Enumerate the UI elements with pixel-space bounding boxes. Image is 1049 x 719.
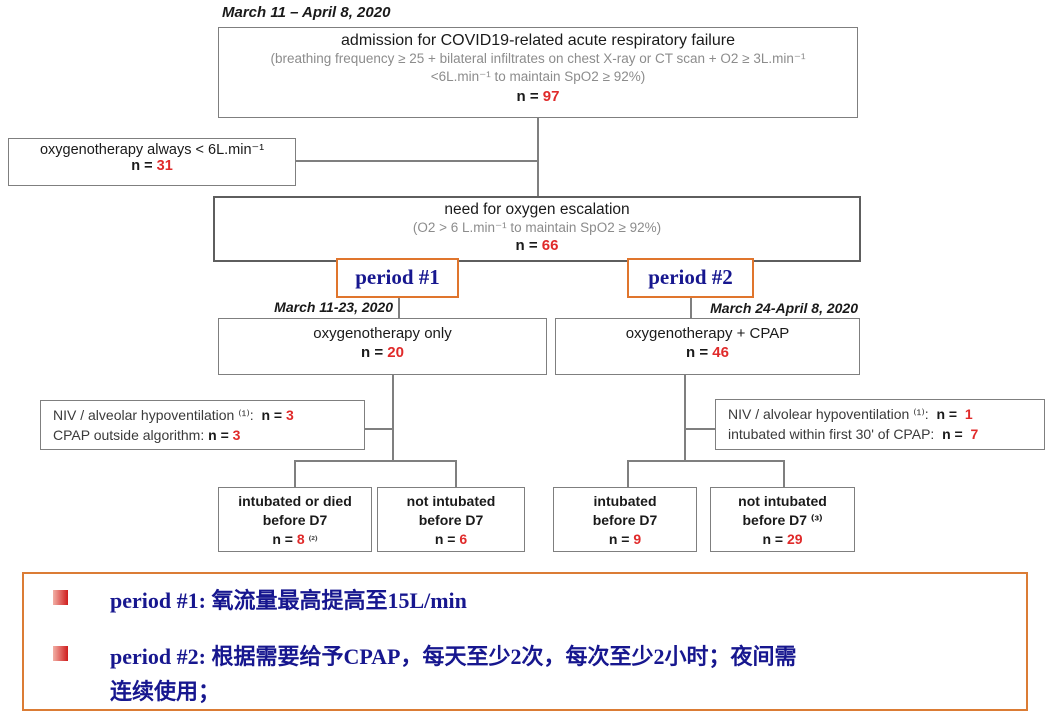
escalation-criteria: (O2 > 6 L.min⁻¹ to maintain SpO2 ≥ 92%) — [412, 220, 662, 235]
note2-line2-n-value: 7 — [970, 426, 979, 442]
branch1-title: oxygenotherapy only — [313, 325, 452, 342]
outcome1-line2: before D7 — [262, 512, 328, 528]
outcome4-line2: before D7 ⁽³⁾ — [742, 512, 823, 528]
branch1-n-value: 20 — [387, 344, 404, 361]
note2-line1: NIV / alvolear hypoventilation ⁽¹⁾: n = … — [728, 406, 973, 422]
connector-to-outcome3 — [627, 460, 629, 487]
branch2-title: oxygenotherapy + CPAP — [625, 325, 790, 342]
outcome2-n-value: 6 — [459, 531, 468, 547]
escalation-title: need for oxygen escalation — [444, 201, 630, 218]
note2-box: NIV / alvolear hypoventilation ⁽¹⁾: n = … — [715, 399, 1045, 450]
connector-branch2-down — [684, 375, 686, 460]
branch2-n-value: 46 — [712, 344, 729, 361]
study-period-label: March 11 – April 8, 2020 — [222, 4, 391, 21]
escalation-n-value: 66 — [541, 237, 559, 254]
outcome4-box: not intubated before D7 ⁽³⁾ n = 29 — [710, 487, 855, 552]
admission-n: n = 97 — [516, 88, 560, 105]
period1-label: period #1 — [336, 258, 459, 298]
admission-criteria-2: <6L.min⁻¹ to maintain SpO2 ≥ 92%) — [430, 69, 646, 84]
legend-item2-line2: 连续使用； — [110, 679, 221, 704]
connector-to-outcome1 — [294, 460, 296, 487]
period1-dates: March 11-23, 2020 — [274, 299, 393, 315]
note1-box: NIV / alveolar hypoventilation ⁽¹⁾: n = … — [40, 400, 365, 450]
legend-item2-line1: period #2: 根据需要给予CPAP，每天至少2次，每次至少2小时；夜间需 — [110, 644, 797, 669]
connector-lowoxygen-branch — [296, 160, 537, 162]
outcome1-box: intubated or died before D7 n = 8 ⁽²⁾ — [218, 487, 372, 552]
connector-branch1-down — [392, 375, 394, 460]
note2-line2: intubated within first 30' of CPAP: n = … — [728, 426, 979, 442]
branch1-box: oxygenotherapy only n = 20 — [218, 318, 547, 375]
connector-admission-to-escalation — [537, 118, 539, 196]
outcome2-line1: not intubated — [406, 493, 496, 509]
outcome1-footnote: ⁽²⁾ — [308, 535, 318, 547]
period2-label: period #2 — [627, 258, 754, 298]
note1-line2-n-value: 3 — [232, 427, 241, 443]
admission-box: admission for COVID19-related acute resp… — [218, 27, 858, 118]
period2-dates: March 24-April 8, 2020 — [710, 300, 858, 316]
bullet-square-icon — [53, 590, 68, 605]
note1-line1: NIV / alveolar hypoventilation ⁽¹⁾: n = … — [53, 407, 294, 423]
note1-line1-n-value: 3 — [285, 407, 294, 423]
outcome4-n: n = 29 — [762, 531, 803, 547]
outcome3-box: intubated before D7 n = 9 — [553, 487, 697, 552]
low-oxygen-n: n = 31 — [131, 158, 173, 174]
bullet-square-icon — [53, 646, 68, 661]
outcome3-n-value: 9 — [633, 531, 642, 547]
legend-item1: period #1: 氧流量最高提高至15L/min — [110, 588, 467, 613]
low-oxygen-n-value: 31 — [156, 158, 173, 174]
outcome1-line1: intubated or died — [238, 493, 352, 509]
outcome3-n: n = 9 — [608, 531, 642, 547]
connector-note1-tee — [365, 428, 392, 430]
connector-to-outcome2 — [455, 460, 457, 487]
branch1-n: n = 20 — [361, 344, 404, 361]
branch2-box: oxygenotherapy + CPAP n = 46 — [555, 318, 860, 375]
outcome3-line1: intubated — [593, 493, 657, 509]
connector-branch2-split — [627, 460, 784, 462]
outcome1-n: n = 8 ⁽²⁾ — [272, 531, 318, 547]
connector-branch1-split — [294, 460, 456, 462]
outcome4-line1: not intubated — [738, 493, 827, 509]
admission-n-value: 97 — [542, 88, 560, 105]
connector-note2-tee — [685, 428, 715, 430]
outcome1-n-value: 8 — [296, 531, 305, 547]
connector-to-outcome4 — [783, 460, 785, 487]
outcome2-n: n = 6 — [434, 531, 468, 547]
escalation-box: need for oxygen escalation (O2 > 6 L.min… — [213, 196, 861, 262]
admission-title: admission for COVID19-related acute resp… — [341, 32, 735, 49]
outcome4-n-value: 29 — [786, 531, 803, 547]
admission-criteria-1: (breathing frequency ≥ 25 + bilateral in… — [270, 51, 806, 66]
legend-panel — [22, 572, 1028, 711]
note2-line1-n-value: 1 — [964, 406, 973, 422]
note1-line2: CPAP outside algorithm: n = 3 — [53, 427, 241, 443]
outcome2-line2: before D7 — [418, 512, 484, 528]
outcome2-box: not intubated before D7 n = 6 — [377, 487, 525, 552]
low-oxygen-box: oxygenotherapy always < 6L.min⁻¹ n = 31 — [8, 138, 296, 186]
escalation-n: n = 66 — [515, 237, 559, 254]
low-oxygen-title: oxygenotherapy always < 6L.min⁻¹ — [39, 142, 265, 158]
branch2-n: n = 46 — [686, 344, 729, 361]
outcome3-line2: before D7 — [592, 512, 658, 528]
